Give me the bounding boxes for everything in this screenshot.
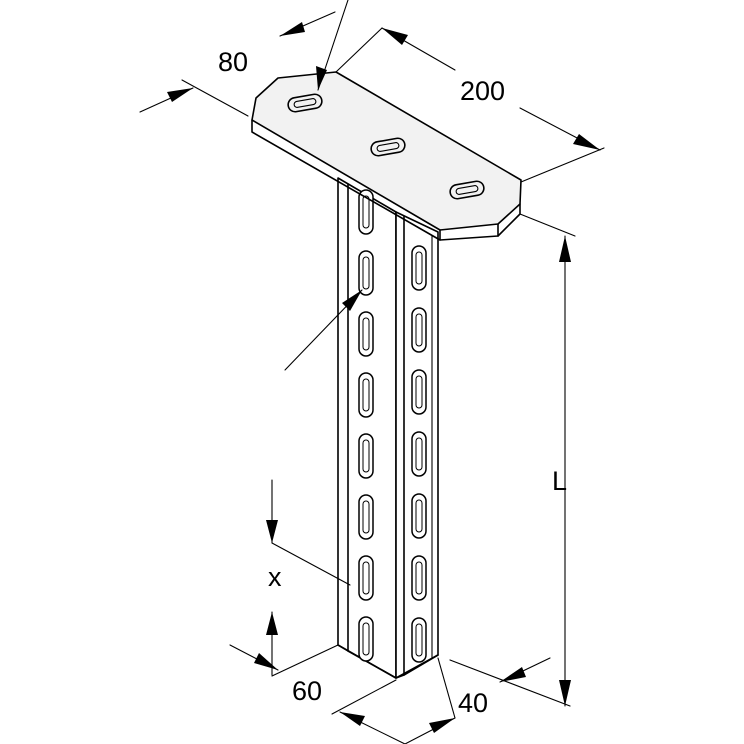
front-slot-inner (362, 317, 370, 351)
front-slots (358, 189, 374, 662)
front-slot (358, 372, 374, 418)
front-slot (358, 494, 374, 540)
front-slot (358, 250, 374, 296)
dimension-label-80: 80 (218, 47, 248, 77)
dimension-profile-width: 60 (229, 644, 339, 706)
front-slot-inner (362, 439, 370, 473)
side-slot-inner (415, 561, 423, 595)
side-slot (411, 369, 427, 415)
side-slot-inner (415, 375, 423, 409)
dimension-label-L: L (552, 466, 567, 496)
dimension-label-x: x (268, 562, 282, 592)
plate-slot-2 (370, 137, 406, 157)
dimension-plate-length: 200 (335, 27, 605, 183)
side-slot-inner (415, 499, 423, 533)
front-slot-inner (362, 561, 370, 595)
side-slot-inner (415, 623, 423, 657)
front-slot (358, 311, 374, 357)
side-slot (411, 493, 427, 539)
front-slot-inner (362, 622, 370, 656)
mounting-plate (251, 71, 522, 241)
dimension-profile-depth: 40 (331, 657, 551, 744)
dimension-label-200: 200 (460, 76, 505, 106)
front-slot-inner (362, 195, 370, 229)
front-slot (358, 555, 374, 601)
side-slot-inner (415, 437, 423, 471)
dimension-length: L (449, 213, 576, 707)
front-slot-inner (362, 378, 370, 412)
side-slot (411, 431, 427, 477)
side-slot-inner (415, 251, 423, 285)
side-slot (411, 307, 427, 353)
front-slot (358, 616, 374, 662)
profile-channel (337, 177, 439, 679)
profile-bottom-edge (337, 644, 439, 679)
plate-thickness-edge (251, 119, 521, 241)
dimension-plate-width: 80 (139, 0, 349, 117)
side-slots (411, 245, 427, 663)
front-slot-inner (362, 256, 370, 290)
dimension-label-60: 60 (292, 676, 322, 706)
plate-slot-3 (449, 180, 485, 200)
dimension-offset: x (266, 479, 351, 676)
dimension-label-40: 40 (458, 688, 488, 718)
front-slot (358, 433, 374, 479)
side-slot (411, 617, 427, 663)
side-slot (411, 245, 427, 291)
slot-leader (284, 289, 363, 371)
plate-slot-1 (287, 93, 323, 113)
side-slot-inner (415, 313, 423, 347)
side-slot (411, 555, 427, 601)
front-slot-inner (362, 500, 370, 534)
